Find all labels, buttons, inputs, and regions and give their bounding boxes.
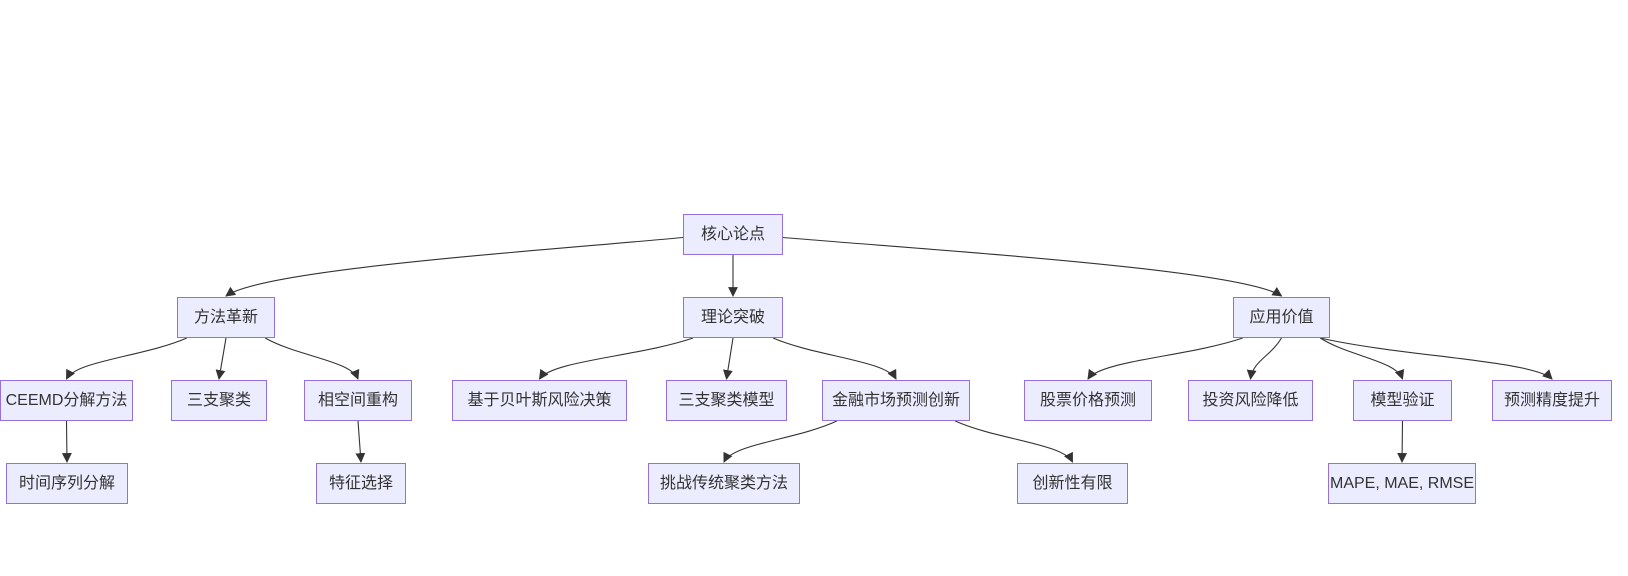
node-challenge: 挑战传统聚类方法 [648, 463, 800, 504]
edge-value-risk [1246, 337, 1282, 380]
node-label-finance: 金融市场预测创新 [831, 391, 960, 409]
node-label-value: 应用价值 [1249, 308, 1314, 326]
node-label-phase: 相空间重构 [317, 391, 398, 409]
node-label-risk: 投资风险降低 [1202, 391, 1299, 409]
edge-method-phase [264, 337, 360, 380]
node-phase: 相空间重构 [304, 380, 412, 421]
node-label-stock: 股票价格预测 [1039, 391, 1136, 409]
node-ceemd: CEEMD分解方法 [0, 380, 133, 421]
edge-finance-limited [954, 420, 1073, 463]
node-metrics: MAPE, MAE, RMSE [1328, 463, 1476, 504]
node-stock: 股票价格预测 [1024, 380, 1152, 421]
node-risk: 投资风险降低 [1188, 380, 1313, 421]
node-label-three_cluster: 三支聚类 [186, 391, 251, 409]
node-label-timeseries: 时间序列分解 [18, 474, 115, 492]
node-label-challenge: 挑战传统聚类方法 [659, 474, 788, 492]
edge-ceemd-timeseries [61, 420, 72, 463]
node-label-core: 核心论点 [700, 225, 765, 243]
edge-core-value [782, 236, 1283, 297]
node-limited: 创新性有限 [1017, 463, 1128, 504]
edge-validation-metrics [1397, 420, 1408, 463]
node-method: 方法革新 [177, 297, 275, 338]
edge-finance-challenge [723, 420, 838, 463]
edge-value-precision [1320, 337, 1553, 380]
edge-value-validation [1320, 337, 1405, 380]
node-core: 核心论点 [683, 214, 783, 255]
node-value: 应用价值 [1233, 297, 1330, 338]
node-finance: 金融市场预测创新 [822, 380, 970, 421]
node-validation: 模型验证 [1353, 380, 1452, 421]
edge-phase-feature [355, 420, 366, 463]
node-label-ceemd: CEEMD分解方法 [5, 391, 128, 409]
node-label-feature: 特征选择 [328, 474, 393, 492]
node-timeseries: 时间序列分解 [6, 463, 128, 504]
node-three_cluster: 三支聚类 [171, 380, 267, 421]
node-label-validation: 模型验证 [1370, 391, 1435, 409]
edge-core-method [225, 236, 684, 297]
node-label-metrics: MAPE, MAE, RMSE [1329, 474, 1475, 492]
node-label-bayes: 基于贝叶斯风险决策 [467, 391, 612, 409]
node-label-three_model: 三支聚类模型 [678, 391, 775, 409]
edge-theory-finance [772, 337, 897, 380]
node-precision: 预测精度提升 [1492, 380, 1612, 421]
node-theory: 理论突破 [683, 297, 783, 338]
node-feature: 特征选择 [316, 463, 406, 504]
node-label-limited: 创新性有限 [1032, 474, 1113, 492]
edge-method-three_cluster [215, 337, 227, 380]
node-bayes: 基于贝叶斯风险决策 [452, 380, 627, 421]
node-label-method: 方法革新 [193, 308, 258, 326]
edge-theory-bayes [538, 337, 694, 380]
node-three_model: 三支聚类模型 [666, 380, 787, 421]
edge-method-ceemd [66, 337, 188, 380]
node-label-precision: 预测精度提升 [1503, 391, 1600, 409]
node-label-theory: 理论突破 [700, 308, 765, 326]
edge-theory-three_model [723, 337, 734, 380]
edge-value-stock [1087, 337, 1243, 380]
